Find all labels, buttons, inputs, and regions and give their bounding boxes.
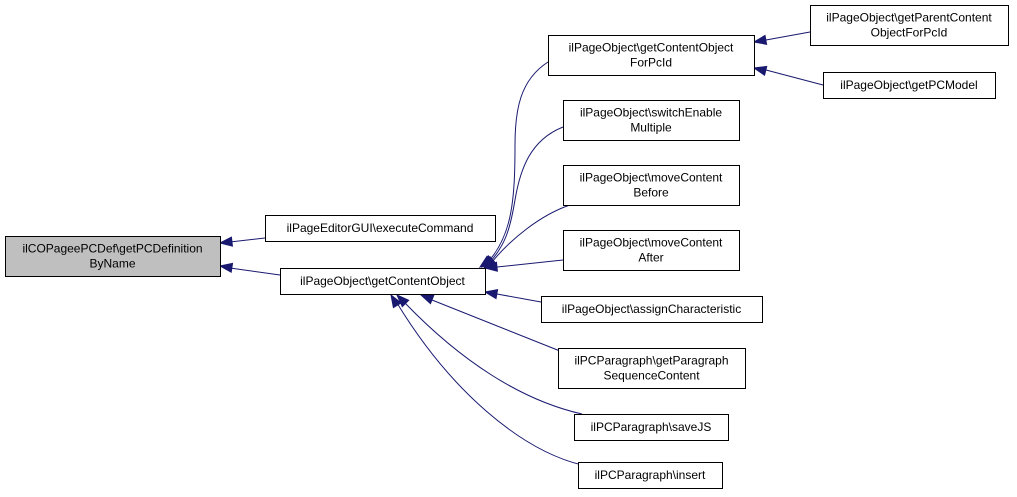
edge-executeCommand-root <box>229 237 266 243</box>
node-label-line: ilPCParagraph\insert <box>595 468 706 482</box>
node-label-line: ilPageObject\getParentContent <box>826 11 992 25</box>
node-label-line: ilPageObject\assignCharacteristic <box>562 302 741 316</box>
node-label-line: ByName <box>89 257 135 271</box>
node-assignCharacteristic[interactable]: ilPageObject\assignCharacteristic <box>541 296 763 323</box>
node-label-line: ilPageObject\moveContent <box>580 236 723 250</box>
node-label-line: ForPcId <box>630 56 672 70</box>
arrowhead-insert-getContentObject <box>390 293 402 309</box>
node-label-line: ilPageEditorGUI\executeCommand <box>287 221 474 235</box>
node-insert[interactable]: ilPCParagraph\insert <box>578 462 723 489</box>
node-getContentObject[interactable]: ilPageObject\getContentObject <box>280 268 486 295</box>
arrowhead-assign-getContentObject <box>483 289 499 300</box>
edge-insert-getContentObject <box>396 302 583 466</box>
arrowhead-moveAfter-getContentObject <box>483 261 498 272</box>
edge-saveJS-getContentObject <box>404 302 583 415</box>
edge-switchEnable-getContentObject <box>489 126 564 263</box>
node-getParentContentObjectForPcId[interactable]: ilPageObject\getParentContentObjectForPc… <box>810 5 1009 46</box>
node-saveJS[interactable]: ilPCParagraph\saveJS <box>574 414 729 441</box>
arrowhead-getParentContent-forPcId <box>752 34 768 45</box>
node-label-line: ilPageObject\getPCModel <box>840 78 977 92</box>
node-label-line: ilPageObject\switchEnable <box>580 106 722 120</box>
node-label-line: ilPageObject\moveContent <box>580 171 723 185</box>
arrowhead-getContentObject-root <box>218 262 234 274</box>
node-getParagraphSequenceContent[interactable]: ilPCParagraph\getParagraphSequenceConten… <box>558 348 746 389</box>
arrowhead-getPCModel-forPcId <box>752 65 768 77</box>
edge-getParentContent-forPcId <box>765 31 811 41</box>
node-box <box>578 462 723 489</box>
edge-moveAfter-getContentObject <box>496 259 564 268</box>
node-box <box>823 72 996 99</box>
edge-getContentObject-root <box>229 267 281 276</box>
edge-moveBefore-getContentObject <box>491 204 571 263</box>
node-label-line: ilCOPageePCDef\getPCDefinition <box>22 242 202 256</box>
edge-getPCModel-forPcId <box>765 69 824 86</box>
arrowhead-executeCommand-root <box>218 236 234 247</box>
node-box <box>5 236 221 277</box>
node-getPCModel[interactable]: ilPageObject\getPCModel <box>823 72 996 99</box>
node-label-line: ObjectForPcId <box>871 26 948 40</box>
node-box <box>558 348 746 389</box>
arrowhead-getParagraph-getContentObject <box>419 294 435 305</box>
node-label-line: ilPageObject\getContentObject <box>569 41 734 55</box>
node-box <box>265 215 496 242</box>
node-label-line: Before <box>633 186 669 200</box>
node-label-line: ilPCParagraph\saveJS <box>591 420 712 434</box>
edges <box>218 31 824 466</box>
edge-getParagraph-getContentObject <box>431 299 571 356</box>
node-label-line: After <box>638 251 663 265</box>
edge-forPcId-getContentObject <box>487 61 549 263</box>
node-box <box>548 35 755 76</box>
node-label-line: Multiple <box>630 121 672 135</box>
node-box <box>563 100 740 141</box>
node-label-line: SequenceContent <box>603 369 700 383</box>
node-box <box>541 296 763 323</box>
arrowhead-saveJS-getContentObject <box>395 293 410 308</box>
node-box <box>810 5 1009 46</box>
edge-assign-getContentObject <box>496 293 542 303</box>
node-box <box>563 165 740 206</box>
node-box <box>280 268 486 295</box>
node-label-line: ilPCParagraph\getParagraph <box>574 354 728 368</box>
node-box <box>563 230 740 271</box>
node-executeCommand[interactable]: ilPageEditorGUI\executeCommand <box>265 215 496 242</box>
node-label-line: ilPageObject\getContentObject <box>300 274 465 288</box>
node-box <box>574 414 729 441</box>
